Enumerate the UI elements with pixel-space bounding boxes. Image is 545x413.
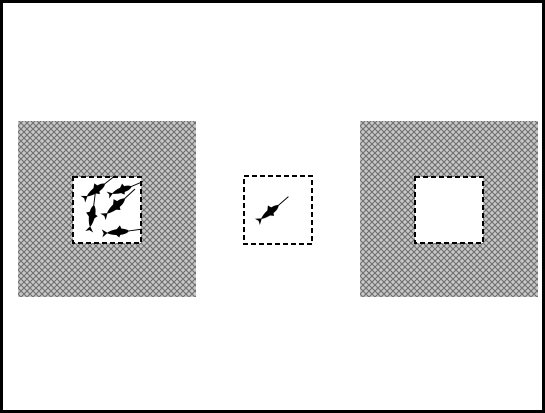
middle-window: [244, 176, 312, 244]
right-window: [415, 177, 483, 243]
middle-panel: [244, 176, 312, 244]
right-panel: [360, 121, 538, 297]
left-panel: [18, 121, 196, 297]
